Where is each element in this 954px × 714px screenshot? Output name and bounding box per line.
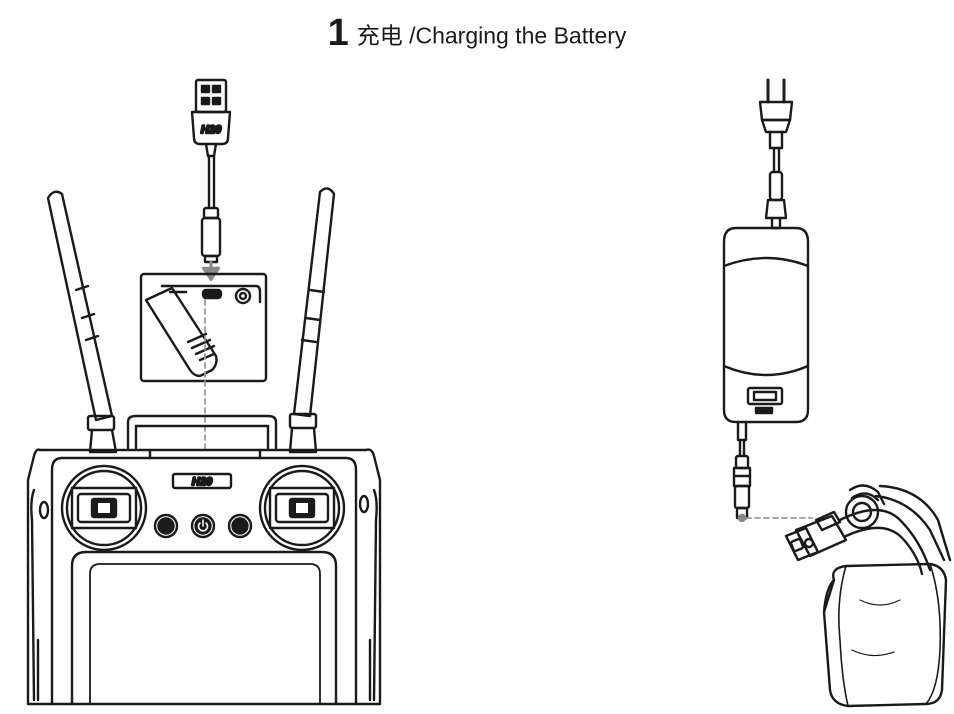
controller-screen <box>70 550 338 706</box>
power-button <box>190 513 216 539</box>
svg-text:A: A <box>162 521 170 533</box>
battery-charger <box>722 78 810 523</box>
svg-text:B: B <box>236 521 244 533</box>
left-antenna <box>46 190 118 454</box>
button-a: A <box>153 513 179 539</box>
usb-cable: H20 <box>190 78 232 282</box>
step-number: 1 <box>327 12 349 54</box>
button-b: B <box>227 513 253 539</box>
remote-controller: H20 A <box>26 187 382 706</box>
usb-logo: H20 <box>201 124 222 136</box>
right-antenna <box>288 187 336 454</box>
right-joystick <box>258 464 346 552</box>
port-detail-inset <box>139 272 268 383</box>
step-title: 充电 /Charging the Battery <box>356 22 627 49</box>
controller-logo: H20 <box>192 476 213 488</box>
battery-pack <box>784 484 952 708</box>
left-joystick <box>60 464 148 552</box>
page-title: 1 充电 /Charging the Battery <box>0 12 954 55</box>
